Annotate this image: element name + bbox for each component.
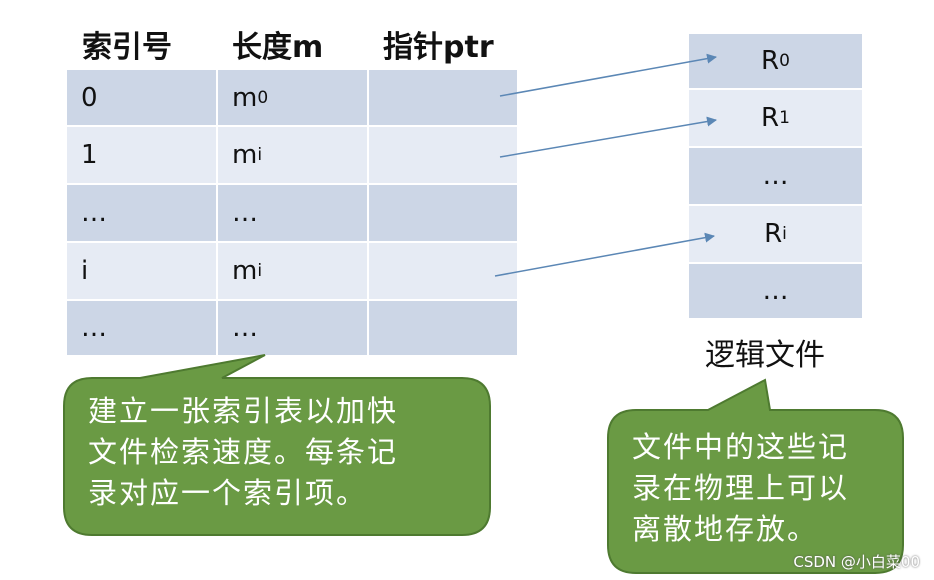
callout-line: 录对应一个索引项。 — [88, 476, 368, 510]
length-value: m — [232, 82, 258, 113]
pointer-arrow-0 — [499, 53, 717, 97]
table-cell-index: … — [67, 185, 218, 243]
length-value: … — [232, 198, 258, 228]
index-value: 1 — [81, 140, 98, 170]
table-cell-index: 0 — [67, 70, 218, 127]
length-subscript: 0 — [257, 87, 269, 108]
watermark: CSDN @小白菜00 — [793, 553, 920, 571]
file-caption: 逻辑文件 — [705, 338, 825, 373]
index-value: … — [81, 313, 107, 343]
callout-line: 录在物理上可以 — [632, 471, 850, 505]
length-value: … — [232, 313, 258, 343]
file-record: … — [689, 148, 862, 206]
callout-line: 建立一张索引表以加快 — [88, 394, 399, 428]
callout-line: 离散地存放。 — [632, 512, 819, 546]
record-label: R — [761, 103, 780, 133]
left-callout-bubble — [63, 354, 491, 536]
table-cell-index: … — [67, 301, 218, 357]
record-label: … — [762, 161, 789, 191]
length-subscript: i — [257, 261, 263, 281]
length-value: m — [232, 140, 258, 170]
length-value: m — [232, 256, 258, 286]
header-index: 索引号 — [82, 30, 172, 65]
length-subscript: i — [257, 145, 263, 165]
right-callout-bubble — [607, 378, 904, 574]
table-cell-length: … — [218, 185, 369, 243]
record-subscript: 0 — [779, 51, 790, 71]
pointer-arrow-1 — [499, 116, 717, 158]
index-value: i — [81, 256, 89, 286]
record-label: R — [761, 46, 780, 76]
right-callout-text: 文件中的这些记 录在物理上可以 离散地存放。 — [632, 427, 849, 550]
table-cell-pointer — [369, 185, 519, 243]
table-cell-pointer — [369, 70, 519, 127]
callout-line: 文件检索速度。每条记 — [88, 435, 399, 469]
index-value: 0 — [81, 82, 98, 113]
record-subscript: 1 — [779, 108, 790, 128]
table-cell-pointer — [369, 243, 519, 301]
callout-line: 文件中的这些记 — [632, 430, 850, 464]
index-value: … — [81, 198, 107, 228]
table-cell-index: i — [67, 243, 218, 301]
pointer-arrow-i — [494, 232, 715, 277]
table-cell-index: 1 — [67, 127, 218, 185]
file-record: … — [689, 264, 862, 320]
header-length: 长度m — [232, 30, 324, 65]
table-cell-length: … — [218, 301, 369, 357]
table-cell-pointer — [369, 301, 519, 357]
header-pointer: 指针ptr — [383, 30, 494, 65]
left-callout-text: 建立一张索引表以加快 文件检索速度。每条记 录对应一个索引项。 — [88, 391, 398, 514]
table-cell-pointer — [369, 127, 519, 185]
record-subscript: i — [782, 224, 787, 244]
record-label: R — [764, 219, 783, 249]
record-label: … — [762, 276, 789, 306]
